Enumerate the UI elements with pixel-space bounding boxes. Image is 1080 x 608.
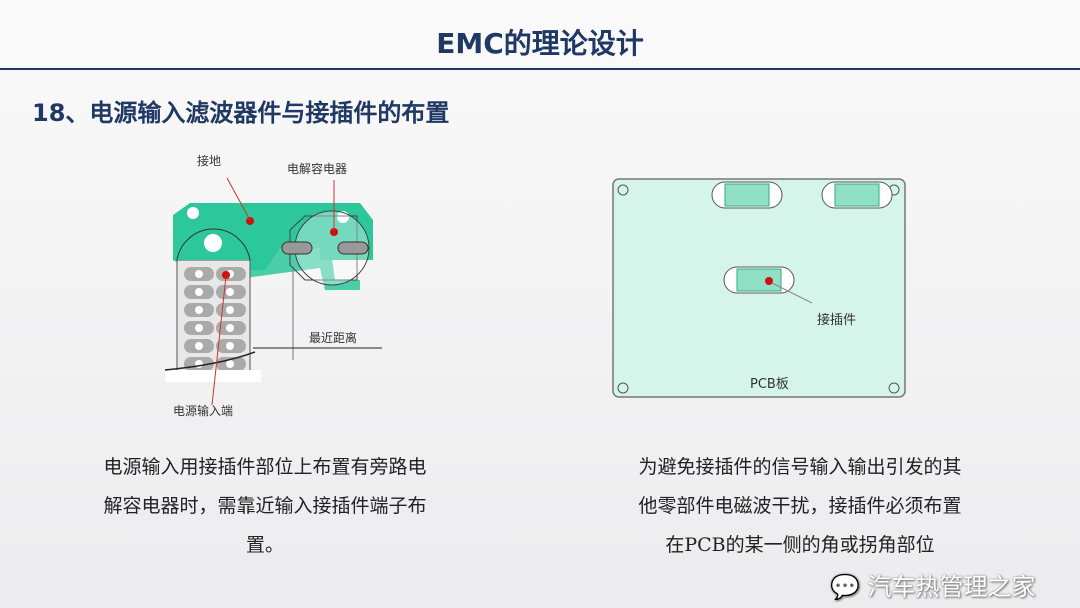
wechat-icon: 💬 bbox=[830, 573, 860, 601]
label-ground: 接地 bbox=[197, 154, 222, 168]
page-title: EMC的理论设计 bbox=[436, 27, 644, 60]
section-title: 18、电源输入滤波器件与接插件的布置 bbox=[32, 99, 450, 127]
watermark: 💬 汽车热管理之家 bbox=[830, 572, 1036, 602]
text-line: 电源输入用接插件部位上布置有旁路电 bbox=[103, 456, 427, 478]
pcb-board-diagram bbox=[612, 178, 906, 398]
title-divider bbox=[0, 68, 1080, 70]
text-line: 为避免接插件的信号输入输出引发的其 bbox=[638, 456, 962, 478]
label-pcb-board: PCB板 bbox=[750, 377, 789, 392]
label-power-input: 电源输入端 bbox=[173, 404, 234, 418]
label-capacitor: 电解容电器 bbox=[287, 162, 348, 176]
label-distance: 最近距离 bbox=[309, 331, 358, 345]
right-description: 为避免接插件的信号输入输出引发的其 他零部件电磁波干扰，接插件必须布置 在PCB… bbox=[595, 448, 1005, 565]
watermark-text: 汽车热管理之家 bbox=[867, 573, 1036, 601]
text-line: 置。 bbox=[245, 534, 284, 556]
text-line: 他零部件电磁波干扰，接插件必须布置 bbox=[638, 495, 962, 517]
text-line: 解容电器时，需靠近输入接插件端子布 bbox=[103, 495, 427, 517]
label-connector: 接插件 bbox=[817, 313, 857, 328]
power-input-layout-diagram bbox=[164, 177, 382, 406]
left-description: 电源输入用接插件部位上布置有旁路电 解容电器时，需靠近输入接插件端子布 置。 bbox=[60, 448, 470, 565]
text-line: 在PCB的某一侧的角或拐角部位 bbox=[665, 534, 935, 556]
